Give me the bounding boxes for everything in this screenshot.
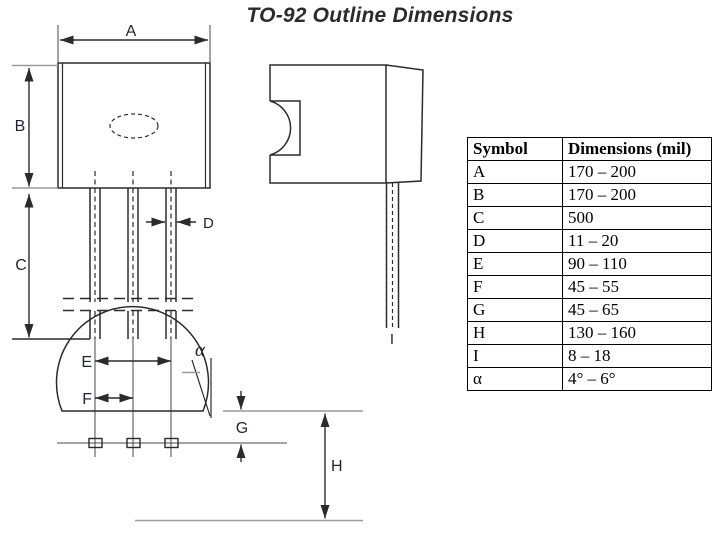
side-right-face (385, 64, 424, 184)
dimension-cell: 8 – 18 (562, 344, 712, 368)
symbol-cell: C (467, 206, 563, 230)
dim-label-c: C (15, 257, 27, 274)
dim-label-g: G (236, 420, 248, 437)
dim-g: G (223, 391, 363, 462)
dim-e: E (81, 354, 171, 371)
symbol-cell: H (467, 321, 563, 345)
dim-d: D (146, 215, 214, 232)
lead-section (164, 437, 179, 449)
symbol-cell: D (467, 229, 563, 253)
dimension-cell: 170 – 200 (562, 183, 712, 207)
side-notch-arc (269, 100, 292, 156)
dim-label-a: A (126, 23, 137, 40)
dim-label-d: D (203, 215, 214, 232)
dim-label-e: E (81, 354, 92, 371)
symbol-cell: α (467, 367, 563, 391)
side-view: I (269, 64, 424, 348)
symbol-cell: E (467, 252, 563, 276)
dimension-cell: 45 – 65 (562, 298, 712, 322)
dimension-cell: 170 – 200 (562, 160, 712, 184)
dimension-cell: 90 – 110 (562, 252, 712, 276)
dim-c: C (15, 194, 34, 338)
leads-upper (89, 188, 177, 302)
lead-section (126, 437, 141, 449)
page-title: TO-92 Outline Dimensions (246, 4, 514, 27)
dim-h: H (135, 413, 363, 522)
dim-label-alpha: α (195, 340, 206, 361)
bottom-view (55, 305, 287, 449)
symbol-cell: I (467, 344, 563, 368)
bottom-outline (55, 305, 210, 412)
side-notch (270, 100, 301, 156)
symbol-header: Symbol (467, 137, 563, 161)
dim-a: A (57, 23, 211, 62)
dimension-cell: 45 – 55 (562, 275, 712, 299)
symbol-cell: A (467, 160, 563, 184)
table-header-row: Symbol Dimensions (mil) (467, 137, 712, 161)
lead-centerlines-dashed (94, 171, 172, 339)
dimensions-header: Dimensions (mil) (562, 137, 712, 161)
side-lead (385, 183, 400, 328)
dimension-cell: 130 – 160 (562, 321, 712, 345)
symbol-cell: B (467, 183, 563, 207)
dimension-cell: 500 (562, 206, 712, 230)
dim-label-h: H (331, 458, 343, 475)
dimension-cell: 4° – 6° (562, 367, 712, 391)
dim-label-b: B (15, 118, 26, 135)
symbol-cell: F (467, 275, 563, 299)
leads-lower (89, 311, 177, 339)
lead-break-marks (63, 297, 197, 312)
symbol-cell: G (467, 298, 563, 322)
dim-label-f: F (82, 391, 92, 408)
package-face-mark (109, 113, 159, 139)
lead-section (88, 437, 103, 449)
dim-alpha: α (182, 340, 212, 418)
dim-label-i: I (390, 331, 394, 348)
dim-b: B (12, 64, 58, 189)
dimension-cell: 11 – 20 (562, 229, 712, 253)
dim-f: F (82, 391, 133, 408)
